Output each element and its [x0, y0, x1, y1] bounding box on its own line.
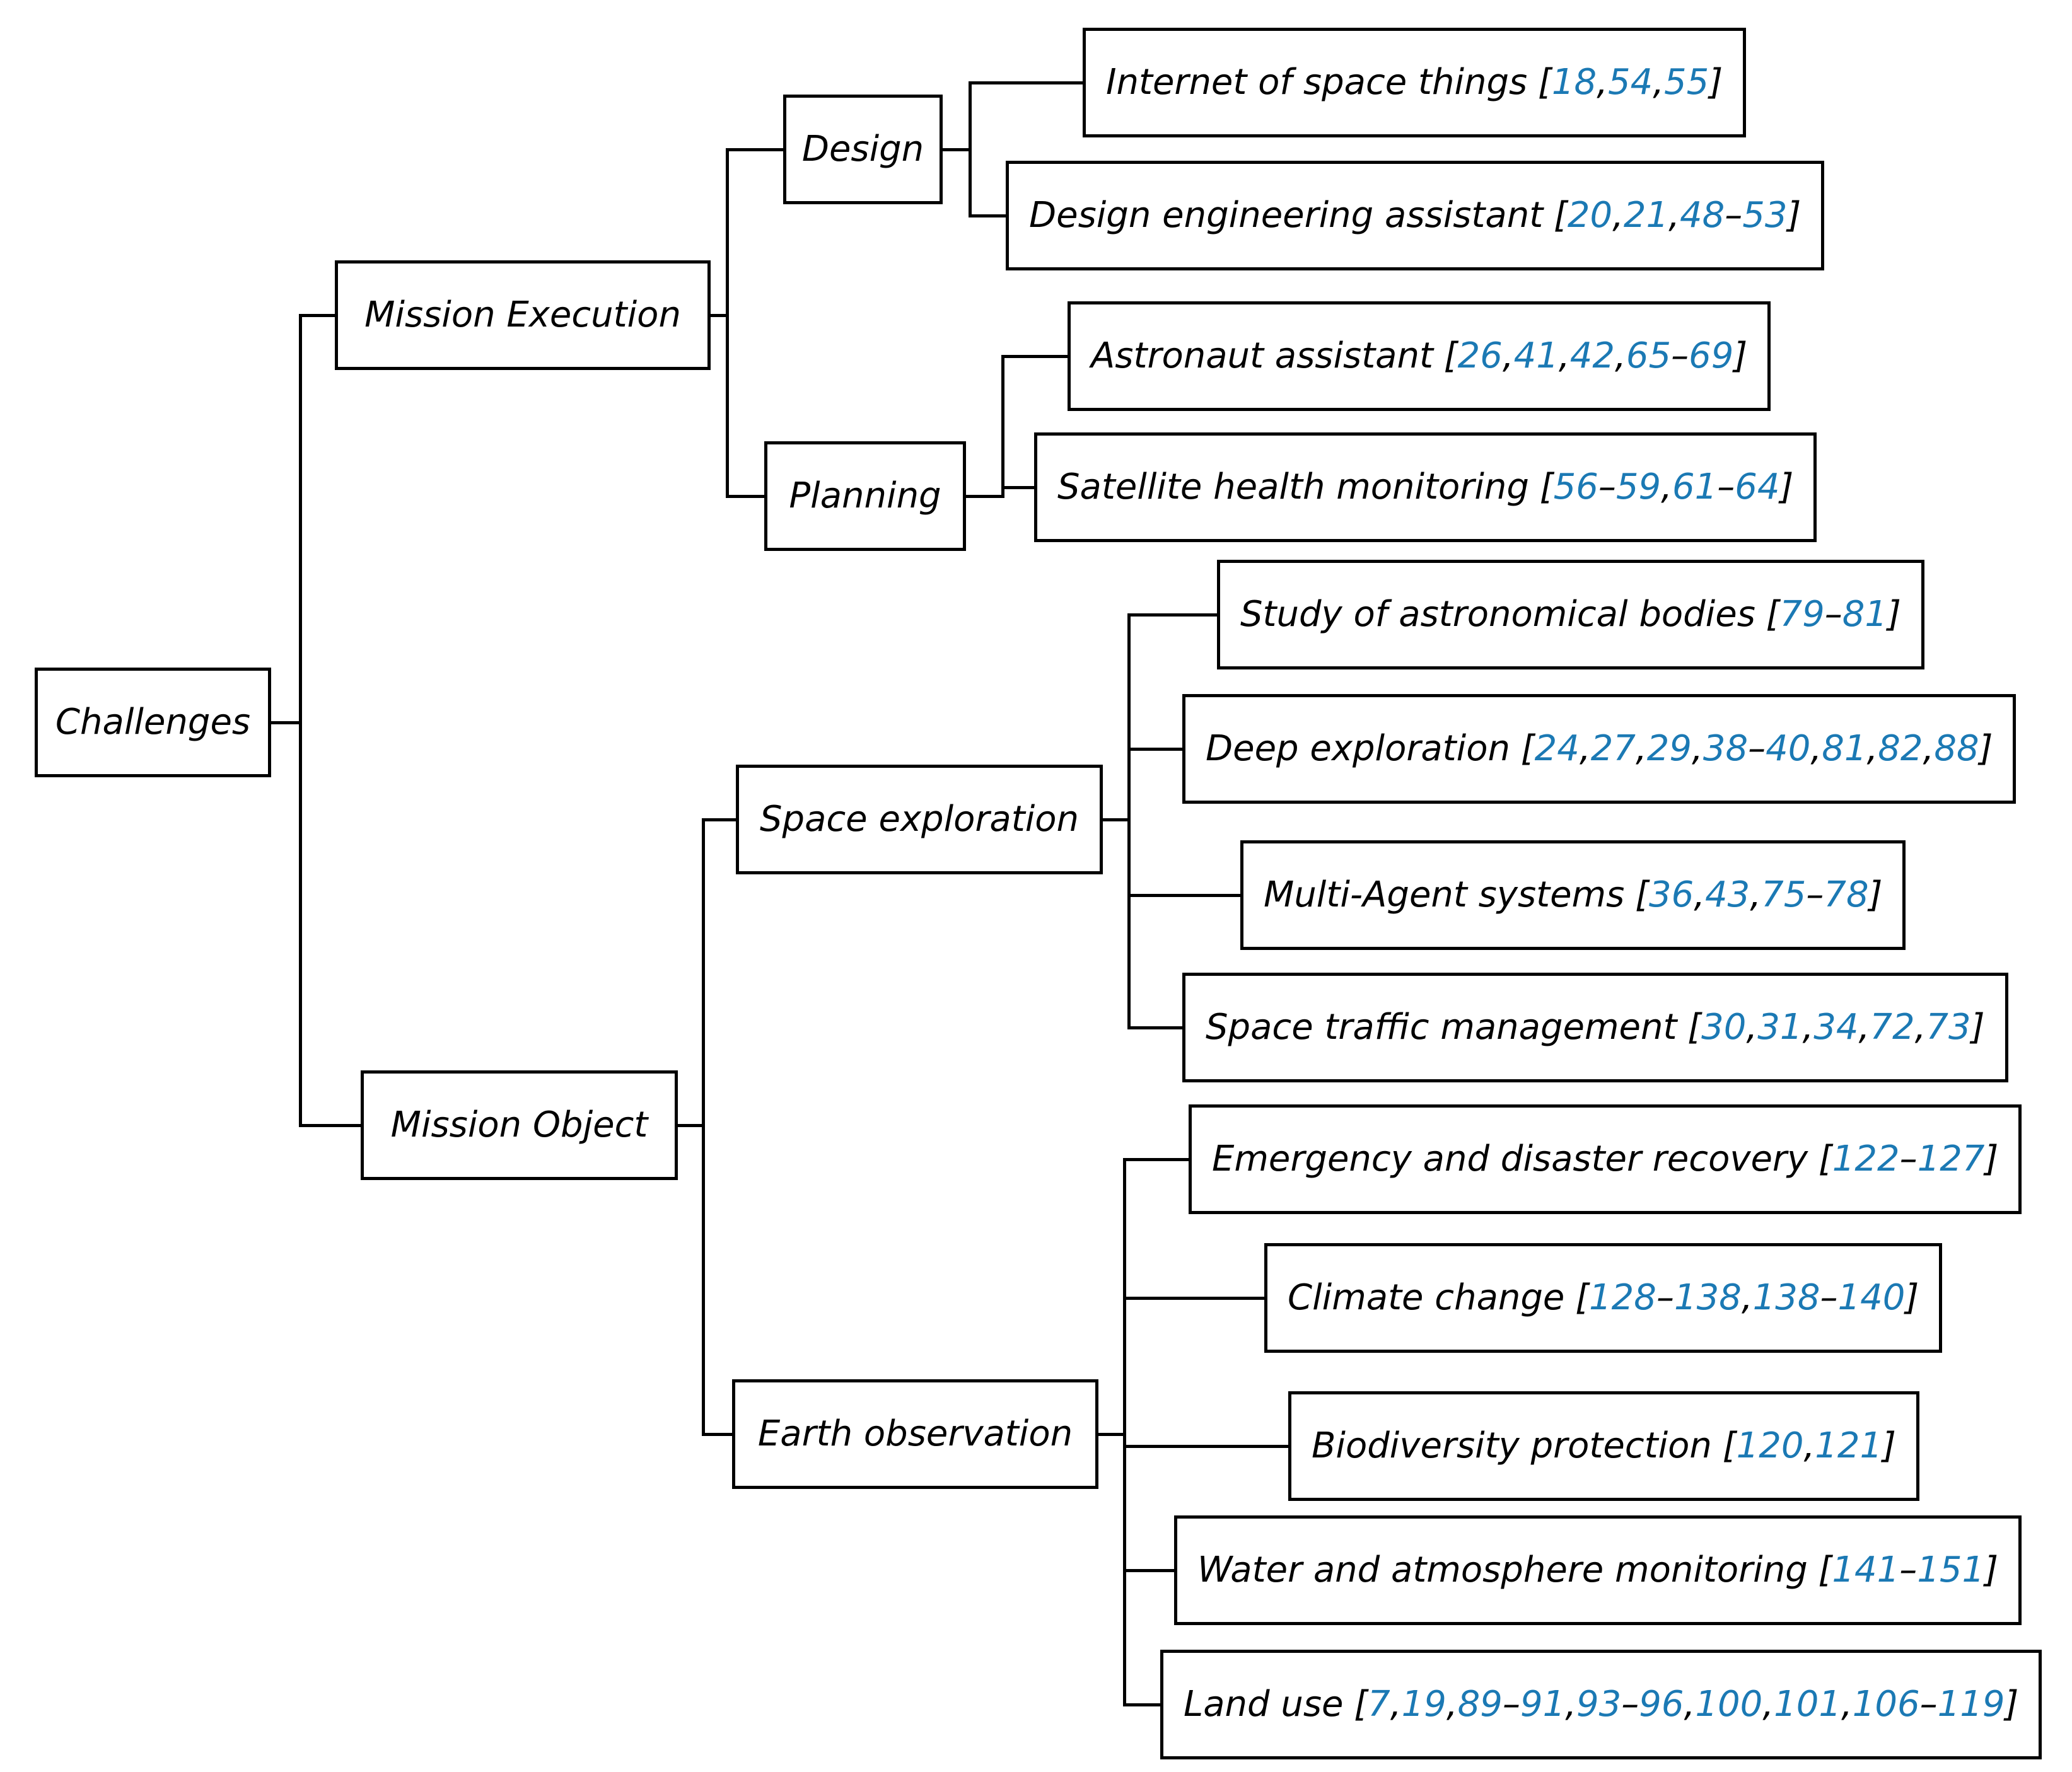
- node-label: Climate change: [1288, 1277, 1565, 1318]
- tree-edge: [300, 314, 335, 317]
- node-astronaut-assistant: Astronaut assistant [26,41,42,65–69]: [1068, 301, 1771, 411]
- node-label: Study of astronomical bodies: [1240, 594, 1755, 635]
- citation-links[interactable]: [36,43,75–78]: [1635, 874, 1883, 915]
- citation-links[interactable]: [26,41,42,65–69]: [1443, 335, 1748, 376]
- tree-edge: [1123, 1158, 1126, 1706]
- node-planning: Planning: [764, 441, 966, 551]
- node-label: Astronaut assistant: [1091, 335, 1433, 376]
- tree-edge: [678, 1124, 704, 1127]
- node-label: Design engineering assistant: [1029, 195, 1544, 236]
- tree-edge: [1003, 355, 1068, 358]
- node-deep-exploration: Deep exploration [24,27,29,38–40,81,82,8…: [1182, 694, 2017, 804]
- node-land-use: Land use [7,19,89–91,93–96,100,101,106–1…: [1160, 1650, 2042, 1759]
- tree-edge: [1124, 1569, 1174, 1572]
- node-label: Mission Object: [390, 1104, 648, 1145]
- node-emergency-and-disaster-recovery: Emergency and disaster recovery [122–127…: [1189, 1104, 2022, 1214]
- tree-edge: [1001, 355, 1004, 498]
- node-design: Design: [783, 95, 943, 204]
- tree-edge: [1129, 1026, 1182, 1029]
- citation-links[interactable]: [20,21,48–53]: [1553, 195, 1801, 236]
- tree-edge: [300, 1124, 361, 1127]
- node-study-of-astronomical-bodies: Study of astronomical bodies [79–81]: [1217, 560, 1924, 669]
- node-water-and-atmosphere-monitoring: Water and atmosphere monitoring [141–151…: [1174, 1515, 2022, 1625]
- citation-links[interactable]: [122–127]: [1818, 1138, 1999, 1179]
- tree-edge: [1124, 1297, 1264, 1300]
- node-label: Planning: [789, 475, 941, 516]
- tree-edge: [726, 148, 729, 498]
- node-design-engineering-assistant: Design engineering assistant [20,21,48–5…: [1006, 161, 1825, 270]
- node-label: Internet of space things: [1106, 62, 1528, 103]
- node-label: Design: [801, 129, 924, 170]
- node-challenges: Challenges: [35, 668, 271, 777]
- node-internet-of-space-things: Internet of space things [18,54,55]: [1083, 28, 1747, 137]
- node-mission-execution: Mission Execution: [335, 260, 711, 370]
- node-label: Deep exploration: [1206, 728, 1510, 769]
- tree-edge: [1103, 818, 1130, 821]
- tree-edge: [1129, 748, 1182, 751]
- citation-links[interactable]: [128–138,138–140]: [1575, 1277, 1919, 1318]
- node-satellite-health-monitoring: Satellite health monitoring [56–59,61–64…: [1034, 432, 1817, 542]
- tree-edge: [271, 721, 301, 724]
- node-space-exploration: Space exploration: [736, 765, 1103, 874]
- tree-edge: [970, 81, 1083, 84]
- tree-edge: [299, 314, 302, 1127]
- node-multi-agent-systems: Multi-Agent systems [36,43,75–78]: [1240, 840, 1906, 950]
- tree-edge: [727, 495, 764, 498]
- citation-links[interactable]: [79–81]: [1766, 594, 1901, 635]
- tree-edge: [969, 81, 972, 217]
- tree-edge: [1098, 1433, 1126, 1436]
- node-label: Land use: [1184, 1684, 1344, 1725]
- tree-edge: [1124, 1445, 1288, 1448]
- citation-links[interactable]: [141–151]: [1818, 1549, 1999, 1590]
- node-label: Mission Execution: [364, 294, 681, 335]
- tree-edge: [1003, 486, 1034, 489]
- node-label: Emergency and disaster recovery: [1212, 1138, 1808, 1179]
- citation-links[interactable]: [30,31,34,72,73]: [1687, 1007, 1985, 1048]
- node-label: Challenges: [55, 702, 251, 743]
- tree-edge: [1127, 613, 1131, 1029]
- tree-edge: [702, 818, 705, 1436]
- tree-edge: [1129, 613, 1217, 617]
- node-biodiversity-protection: Biodiversity protection [120,121]: [1288, 1391, 1920, 1501]
- citation-links[interactable]: [7,19,89–91,93–96,100,101,106–119]: [1354, 1684, 2019, 1725]
- tree-edge: [1129, 894, 1240, 897]
- node-label: Water and atmosphere monitoring: [1197, 1549, 1808, 1590]
- node-label: Multi-Agent systems: [1264, 874, 1625, 915]
- node-label: Biodiversity protection: [1312, 1425, 1712, 1466]
- node-space-traffic-management: Space traffic management [30,31,34,72,73…: [1182, 973, 2008, 1082]
- tree-edge: [966, 495, 1004, 498]
- tree-edge: [703, 818, 736, 821]
- tree-edge: [703, 1433, 732, 1436]
- tree-edge: [711, 314, 728, 317]
- node-earth-observation: Earth observation: [732, 1379, 1098, 1489]
- tree-edge: [1124, 1703, 1160, 1706]
- citation-links[interactable]: [120,121]: [1722, 1425, 1897, 1466]
- node-climate-change: Climate change [128–138,138–140]: [1264, 1243, 1943, 1353]
- citation-links[interactable]: [18,54,55]: [1538, 62, 1723, 103]
- citation-links[interactable]: [24,27,29,38–40,81,82,88]: [1520, 728, 1993, 769]
- tree-edge: [970, 214, 1006, 217]
- tree-edge: [1124, 1158, 1189, 1161]
- citation-links[interactable]: [56–59,61–64]: [1539, 466, 1794, 507]
- node-label: Earth observation: [757, 1413, 1073, 1454]
- node-label: Space exploration: [759, 799, 1080, 840]
- node-label: Space traffic management: [1206, 1007, 1677, 1048]
- tree-edge: [727, 148, 783, 151]
- node-label: Satellite health monitoring: [1057, 466, 1529, 507]
- node-mission-object: Mission Object: [361, 1070, 678, 1180]
- tree-edge: [943, 148, 971, 151]
